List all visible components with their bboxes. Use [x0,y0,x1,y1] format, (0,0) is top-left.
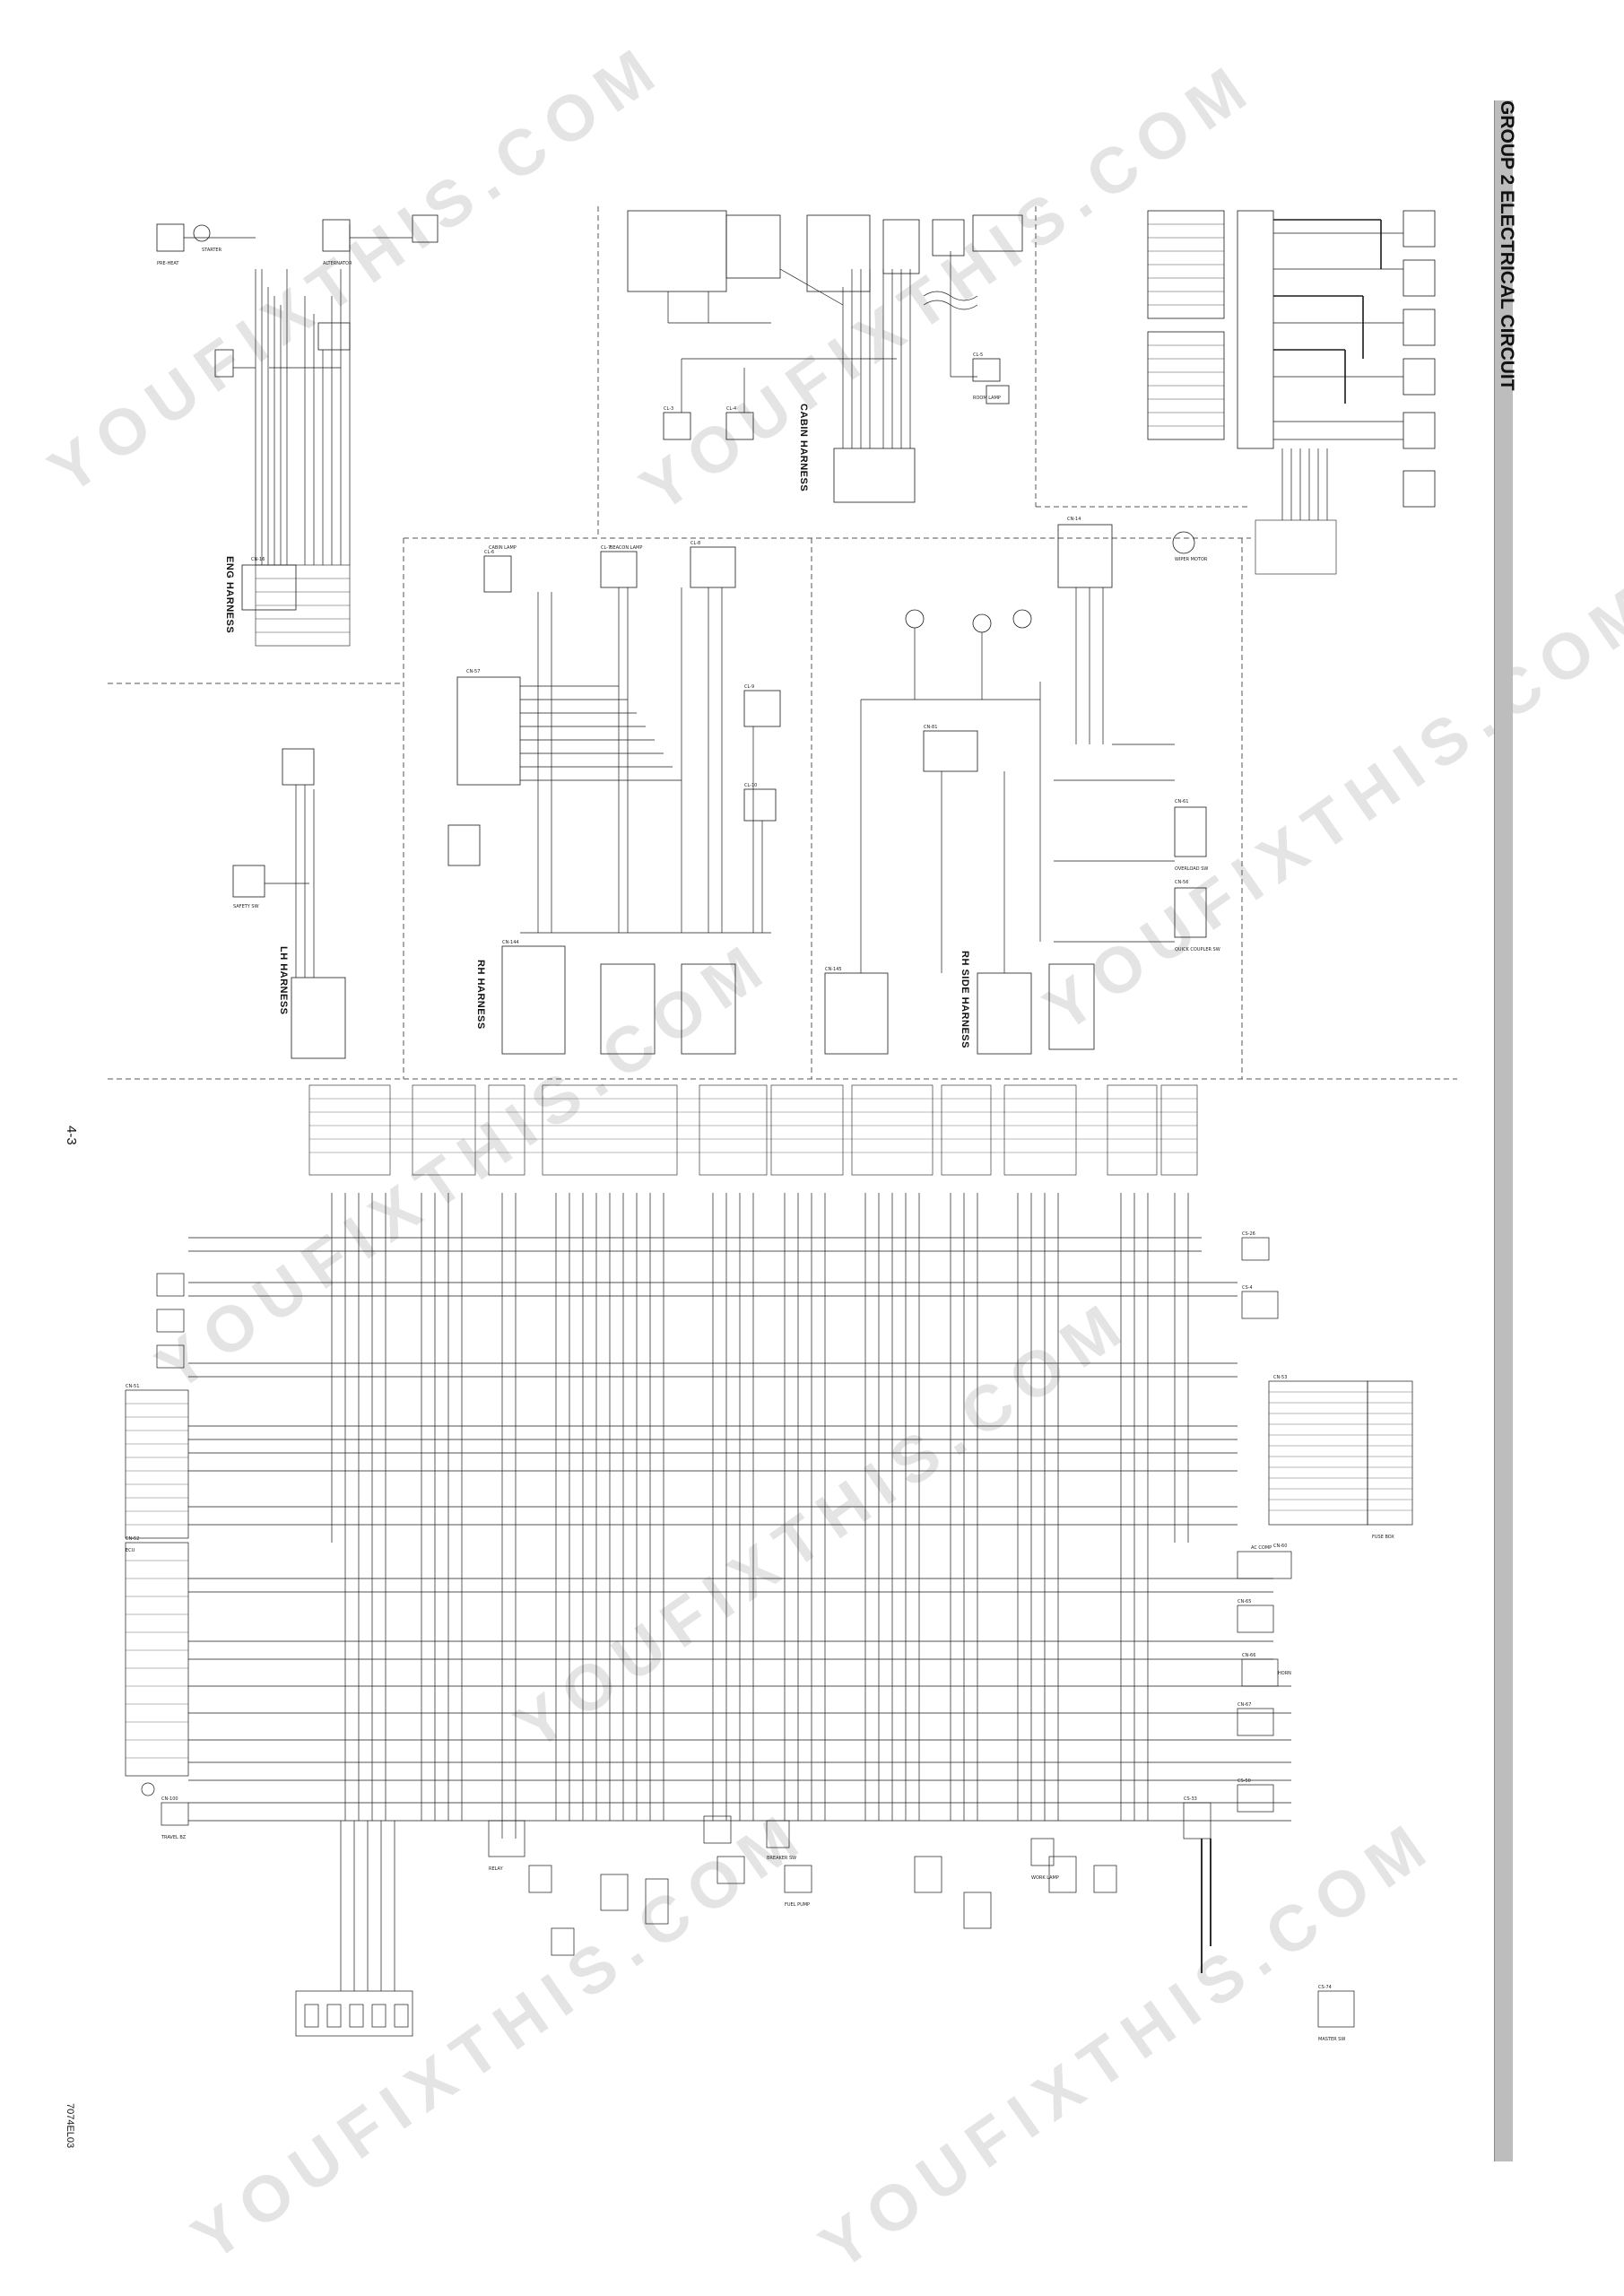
aircon-section [1147,210,1436,575]
connector-label: CS-26 [1242,1231,1255,1237]
eng-harness-label: ENG HARNESS [224,556,235,634]
lh-harness-section [232,748,346,1059]
component-label: ROOM LAMP [973,396,1001,401]
starter-motor-symbol [193,224,211,242]
section-dividers [108,206,1457,1080]
component-label: STARTER [202,248,222,253]
page-title: GROUP 2 ELECTRICAL CIRCUIT [1497,100,1517,391]
component-label: TRAVEL BZ [161,1835,187,1840]
component-label: OVERLOAD SW [1175,866,1208,872]
eng-harness-section [156,214,439,647]
main-connector-row [308,1084,1198,1176]
main-harness-wires [188,1193,1291,1839]
rh-side-harness-section [824,524,1207,1055]
lh-harness-label: LH HARNESS [278,946,289,1015]
connector-label: CN-57 [466,669,480,674]
component-label: HORN [1278,1671,1291,1676]
connector-label: CN-53 [1273,1375,1287,1380]
connector-label: CN-66 [1242,1653,1255,1658]
component-label: RELAY [489,1866,504,1872]
connector-label: CL-6 [484,550,494,555]
component-label: BEACON LAMP [610,545,642,551]
connector-label: CN-56 [1175,880,1188,885]
connector-label: CS-33 [1184,1796,1197,1802]
component-label: FUEL PUMP [785,1902,810,1908]
component-label: WORK LAMP [1031,1875,1059,1881]
connector-label: CN-52 [126,1536,139,1542]
component-label: ECU [126,1548,135,1553]
rh-side-harness-label: RH SIDE HARNESS [960,951,970,1048]
connector-label: CN-65 [1238,1599,1251,1605]
connector-label: CN-16 [251,557,265,562]
component-label: CABIN LAMP [489,545,517,551]
connector-label: CN-144 [502,940,519,945]
connector-label: CN-145 [825,967,842,972]
ecu-block [125,1273,189,1826]
component-label: SAFETY SW [233,904,259,909]
connector-label: CS-4 [1242,1285,1253,1291]
connector-label: CN-67 [1238,1702,1251,1708]
rh-harness-label: RH HARNESS [475,960,486,1030]
connector-label: CN-100 [161,1796,178,1802]
component-label: MASTER SW [1318,2037,1345,2042]
cabin-harness-label: CABIN HARNESS [798,404,809,492]
component-label: WIPER MOTOR [1175,557,1208,562]
page-number: 4-3 [64,1126,79,1145]
component-label: ALTERNATOR [323,261,352,266]
fuse-box [1237,1237,1413,1736]
cabin-harness-section [627,210,1023,503]
connector-label: CL-9 [744,684,754,690]
rh-harness-section [447,546,781,1055]
component-label: BREAKER SW [767,1856,796,1861]
component-label: FUSE BOX [1372,1535,1394,1540]
connector-label: CL-8 [690,541,700,546]
bottom-components [295,1784,1355,2037]
title-bar [1494,100,1513,2161]
connector-label: CL-10 [744,783,757,788]
connector-label: CL-4 [726,406,736,412]
component-label: PRE-HEAT [157,261,179,266]
connector-label: CL-5 [973,352,983,358]
connector-id-labels: CN-14 CN-16 CN-51 CN-52 CN-53 CN-60 CN-6… [126,352,1332,1990]
connector-label: CL-3 [664,406,673,412]
connector-label: CL-7 [601,545,611,551]
cabin-harness-connector [833,448,916,503]
eng-harness-connector [241,564,297,611]
component-label: QUICK COUPLER SW [1175,947,1220,952]
component-labels: AC COMP HORN BREAKER SW BEACON LAMP CABI… [126,248,1394,2042]
connector-label: CS-50 [1238,1779,1251,1784]
pre-heater-symbol [156,223,185,252]
connector-label: CN-14 [1067,517,1081,522]
figure-code: 7074EL03 [65,2103,75,2149]
connector-label: CN-60 [1273,1544,1287,1549]
connector-label: CS-74 [1318,1985,1332,1990]
connector-label: CN-61 [1175,799,1188,804]
component-label: AC COMP [1251,1545,1272,1551]
connector-label: CN-81 [924,725,937,730]
connector-label: CN-51 [126,1384,139,1389]
